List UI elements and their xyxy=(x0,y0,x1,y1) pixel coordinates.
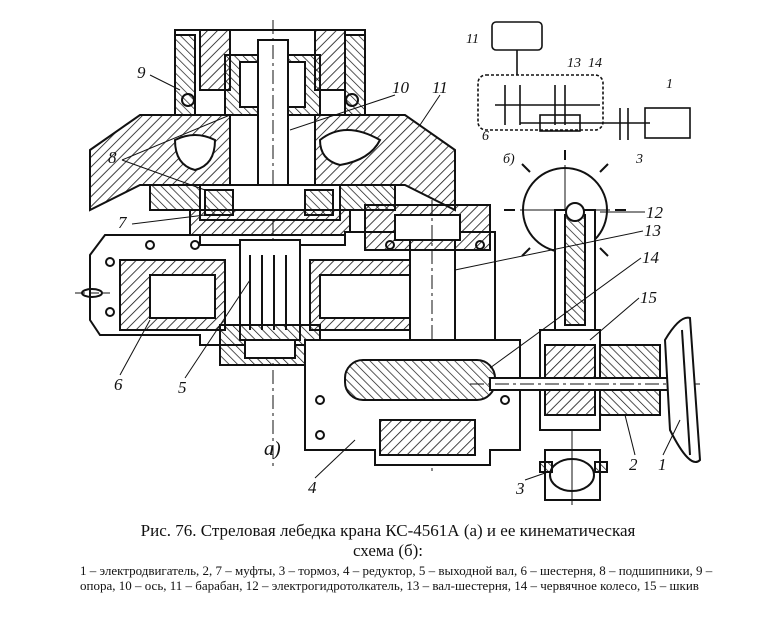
figure-caption-line1: Рис. 76. Стреловая лебедка крана КС-4561… xyxy=(140,521,636,540)
coupling-7 xyxy=(189,209,351,236)
label-part-8: 8 xyxy=(108,148,117,167)
label-part-14: 14 xyxy=(642,248,660,267)
label-view-a: а) xyxy=(264,438,281,460)
scheme-motor-1 xyxy=(644,107,691,139)
label-part-6: 6 xyxy=(114,375,123,394)
label-part-7: 7 xyxy=(118,213,128,232)
scheme-label-11: 11 xyxy=(466,32,479,47)
scheme-label-3: 3 xyxy=(635,152,643,167)
scheme-drum-11 xyxy=(491,21,543,51)
worm-wheel-14 xyxy=(344,359,496,401)
kinematic-scheme xyxy=(477,21,691,140)
scheme-label-1: 1 xyxy=(666,77,673,92)
label-part-11: 11 xyxy=(432,78,448,97)
section-view xyxy=(75,20,702,505)
scheme-label-6: 6 xyxy=(482,129,489,144)
label-part-9: 9 xyxy=(137,63,146,82)
label-part-15: 15 xyxy=(640,288,657,307)
label-part-10: 10 xyxy=(392,78,410,97)
scheme-label-14: 14 xyxy=(588,56,602,71)
scheme-label-view-b: б) xyxy=(503,152,515,167)
scheme-label-13: 13 xyxy=(567,56,581,71)
label-part-5: 5 xyxy=(178,378,187,397)
label-part-2: 2 xyxy=(629,455,638,474)
label-part-1: 1 xyxy=(658,455,667,474)
figure-caption-line2: схема (б): xyxy=(352,541,424,560)
label-part-3: 3 xyxy=(515,479,525,498)
label-part-4: 4 xyxy=(308,478,317,497)
label-part-13: 13 xyxy=(644,221,661,240)
label-part-12: 12 xyxy=(646,203,664,222)
motor-1 xyxy=(663,316,702,463)
winch-drawing: 9 10 11 8 7 12 13 14 15 6 5 4 2 1 3 а) 1… xyxy=(75,20,702,505)
figure-legend: 1 – электродвигатель, 2, 7 – муфты, 3 – … xyxy=(80,563,713,593)
